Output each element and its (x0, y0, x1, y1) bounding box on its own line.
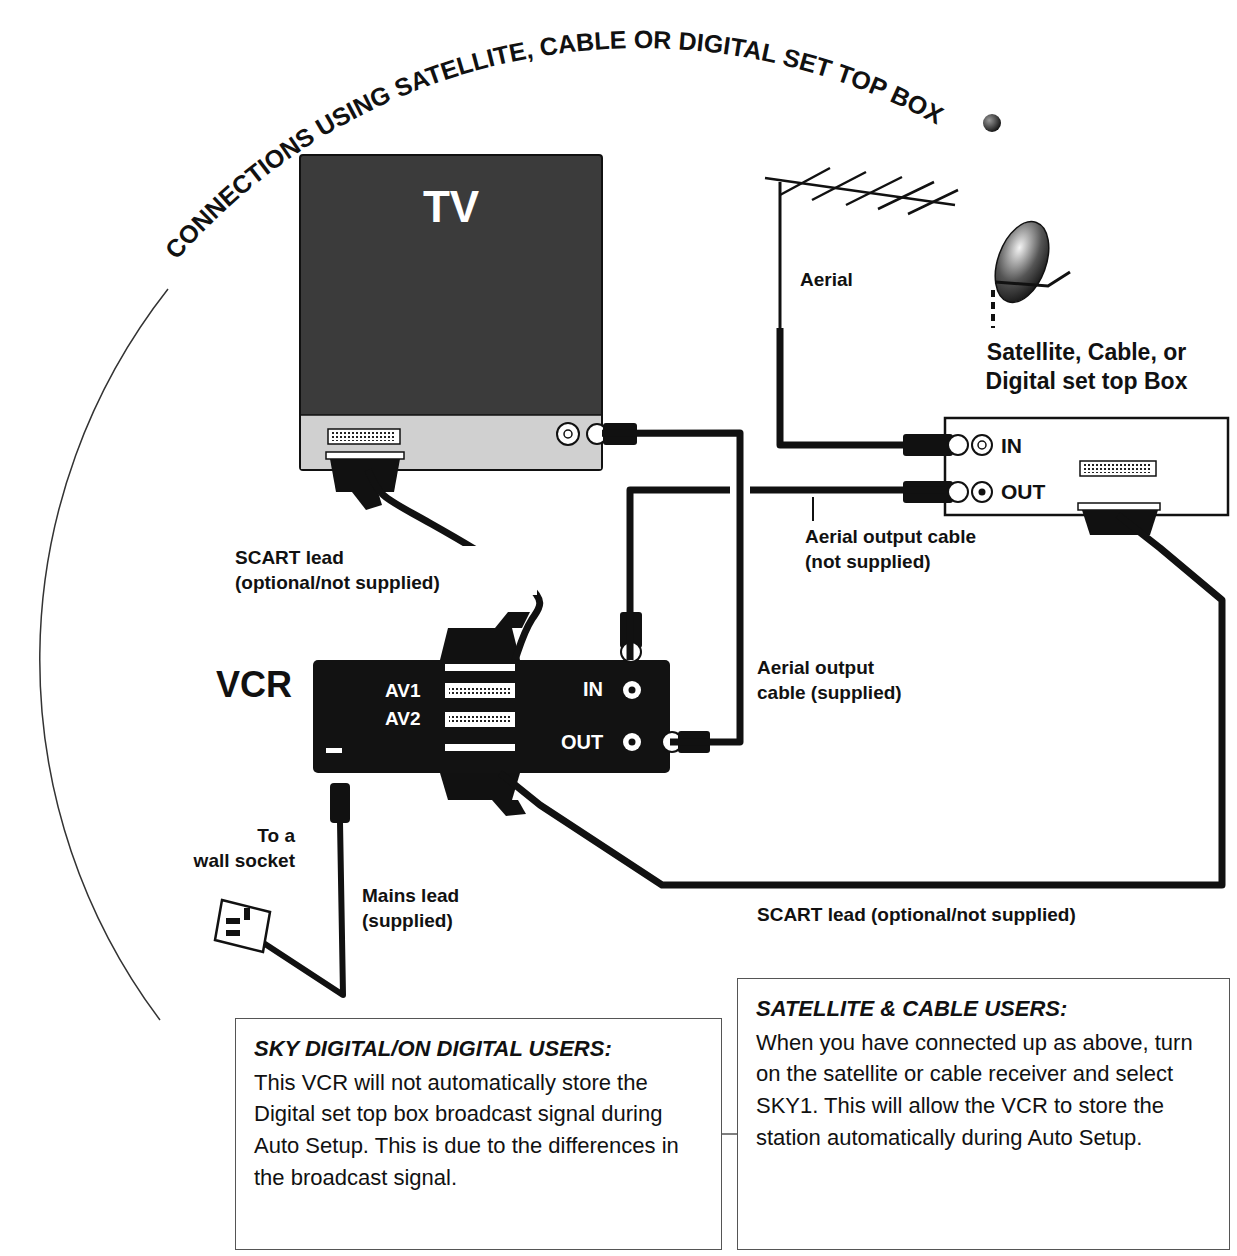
tv-body-part (300, 414, 602, 416)
vcr-body-part (445, 744, 515, 751)
device-name: VCR (216, 662, 292, 707)
vcr-body-part (326, 748, 342, 753)
connector-group (630, 490, 945, 660)
port-name: OUT (1001, 479, 1045, 505)
satellite-dish-part (995, 272, 1070, 286)
vcr-body-part (449, 715, 511, 724)
frame-arc-part (40, 289, 168, 1020)
set-top-box-body-part (1080, 461, 1156, 476)
set-top-box-body-part (972, 435, 992, 455)
tv-body-part (326, 452, 404, 459)
tv-body-part (330, 459, 400, 492)
set-top-box-body-part (948, 435, 968, 455)
device-name: TV (300, 179, 602, 234)
tv-body-part (300, 155, 602, 470)
socket-name: AV1 (385, 679, 421, 703)
vcr-body-part (449, 686, 511, 695)
vcr-body-part (629, 739, 636, 746)
set-top-box-body-part (1078, 503, 1160, 510)
tv-set: TV (300, 155, 602, 470)
cable-label: Aerial output cable (supplied) (755, 656, 989, 705)
vcr-body-part (440, 628, 520, 660)
part-label: Aerial (798, 268, 855, 293)
part-label: To a wall socket (180, 824, 297, 873)
vcr-body-part (623, 733, 641, 751)
set-top-box-body-part (903, 434, 953, 456)
mains-lead-part (215, 900, 270, 952)
socket-name: AV2 (385, 707, 421, 731)
set-top-box: Satellite, Cable, or Digital set top Box… (945, 418, 1228, 515)
frame-arc-part (983, 114, 1001, 132)
set-top-box-body (903, 418, 1228, 535)
aerial-part (779, 182, 782, 330)
note-body: This VCR will not automatically store th… (254, 1067, 703, 1195)
cable-label: SCART lead (optional/not supplied) (233, 546, 537, 595)
vcr: VCRAV1AV2INOUT (313, 660, 670, 773)
vcr-body-part (629, 687, 636, 694)
aerial-part (780, 168, 958, 214)
mains-lead-part (226, 918, 240, 924)
port-name: IN (1001, 433, 1022, 459)
tv-body-part (332, 432, 396, 441)
vcr-body-part (623, 681, 641, 699)
set-top-box-body-part (978, 441, 986, 449)
note-heading: SKY DIGITAL/ON DIGITAL USERS: (254, 1035, 703, 1063)
vcr-body-part (445, 664, 515, 671)
tv-body-part (328, 429, 400, 444)
port-name: OUT (561, 730, 603, 755)
connector-group (602, 433, 740, 742)
leader-line (812, 497, 814, 521)
note-box: SATELLITE & CABLE USERS: When you have co… (737, 978, 1230, 1250)
note-heading: SATELLITE & CABLE USERS: (756, 995, 1211, 1023)
cable-label: Aerial output cable (not supplied) (803, 525, 1017, 574)
satellite-dish (985, 214, 1070, 328)
port-name: IN (583, 677, 603, 702)
vcr-body-part (313, 660, 670, 773)
connector-group (722, 1134, 737, 1135)
note-body: When you have connected up as above, tur… (756, 1027, 1211, 1155)
vcr-body-part (492, 800, 526, 816)
set-top-box-body-part (945, 418, 1228, 515)
satellite-dish-part (991, 290, 995, 328)
connector-line (722, 1133, 737, 1135)
set-top-box-body-part (979, 489, 986, 496)
vcr-body-part (445, 712, 515, 727)
set-top-box-body-part (1084, 464, 1152, 473)
vcr-body-part (445, 683, 515, 698)
satellite-dish-part (985, 214, 1059, 309)
cable (500, 515, 1222, 885)
tv-body-part (352, 492, 382, 510)
mains-lead-part (244, 908, 250, 920)
cable-label: SCART lead (optional/not supplied) (755, 903, 1078, 928)
mains-lead-part (330, 783, 350, 823)
aerial-part (765, 178, 955, 205)
tv-body-part (564, 430, 572, 438)
mains-lead (215, 783, 350, 995)
aerial (765, 168, 958, 445)
part-label: Mains lead (supplied) (360, 884, 504, 933)
mains-lead-part (226, 930, 240, 936)
device-name: Satellite, Cable, or Digital set top Box (940, 338, 1233, 396)
cable (602, 433, 740, 742)
aerial-part (780, 328, 905, 445)
tv-body-part (557, 423, 579, 445)
set-top-box-body-part (972, 482, 992, 502)
cable (630, 490, 945, 660)
tv-body (300, 155, 637, 510)
note-box: SKY DIGITAL/ON DIGITAL USERS: This VCR wi… (235, 1018, 722, 1250)
connector-group (500, 515, 1222, 885)
set-top-box-body-part (948, 482, 968, 502)
